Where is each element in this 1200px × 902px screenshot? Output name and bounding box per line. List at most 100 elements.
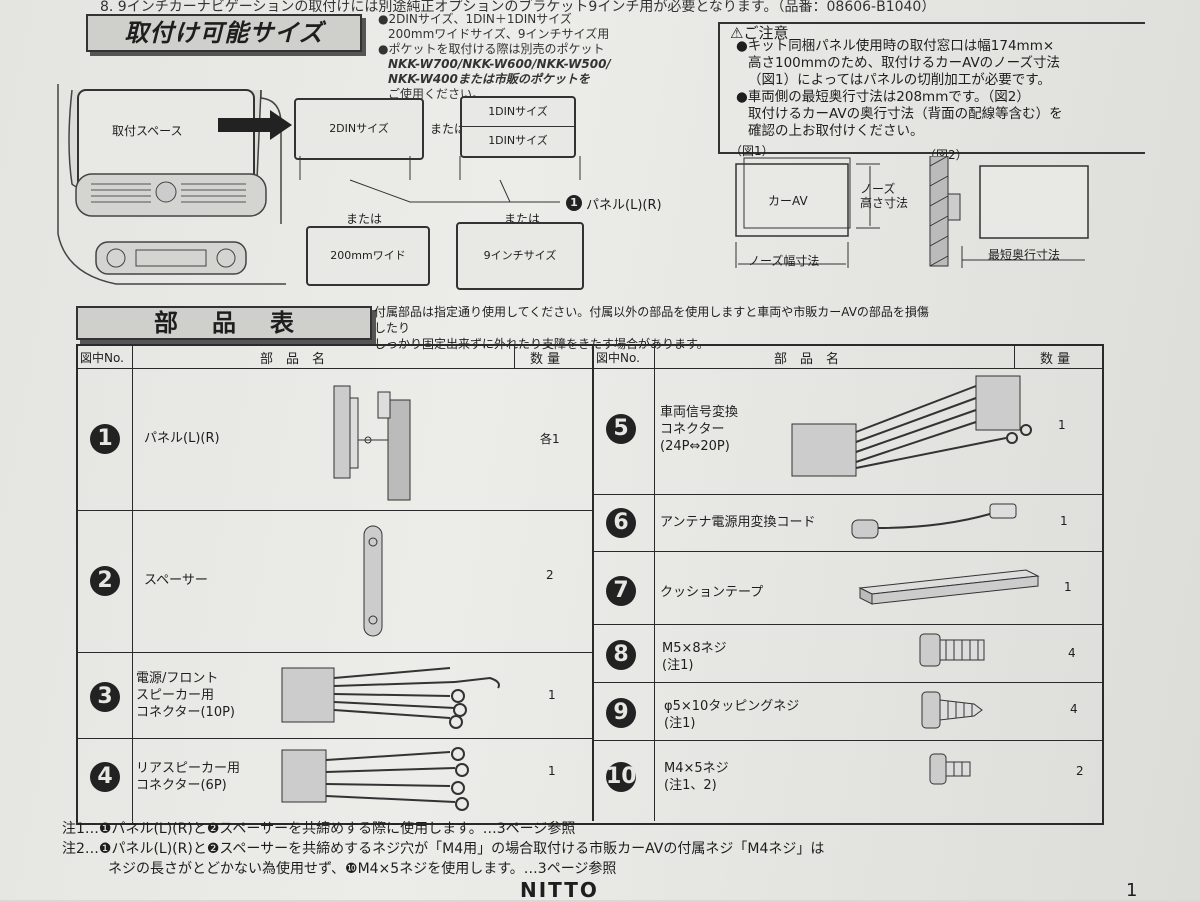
header-no: 図中No. — [596, 351, 640, 365]
size-9inch-box: 9インチサイズ — [456, 222, 584, 290]
panel-lines — [299, 156, 581, 203]
caution-line: 確認の上お取付けください。 — [748, 123, 924, 139]
parts-notice: 付属部品は指定通り使用してください。付属以外の部品を使用しますと車両や市販カーA… — [374, 304, 934, 352]
part-name: φ5×10タッピングネジ (注1) — [664, 699, 800, 731]
or-label: または — [430, 122, 467, 136]
part-number-badge: 4 — [90, 762, 120, 792]
sizes-line: ●ポケットを取付ける際は別売のポケット — [378, 42, 605, 56]
part-qty: 4 — [1068, 646, 1076, 660]
size-200mm-box: 200mmワイド — [306, 226, 430, 286]
part-name: パネル(L)(R) — [144, 431, 220, 446]
part-name: アンテナ電源用変換コード — [660, 515, 816, 530]
part-qty: 4 — [1070, 702, 1078, 716]
or-left-label: または — [346, 212, 383, 226]
sizes-line: NKK-W700/NKK-W600/NKK-W500/ — [388, 57, 611, 71]
part-name: スペーサー — [144, 573, 208, 588]
part-qty: 1 — [1060, 514, 1068, 528]
size-1din-bottom-label: 1DINサイズ — [488, 134, 548, 147]
caution-line: ●キット同梱パネル使用時の取付窓口は幅174mm× — [736, 38, 1055, 54]
part-number-badge: 1 — [90, 424, 120, 454]
caution-title: ⚠ご注意 — [730, 24, 789, 42]
row-divider — [593, 494, 1102, 495]
size-200mm-label: 200mmワイド — [330, 249, 406, 262]
part-number-badge: 2 — [90, 566, 120, 596]
caution-text: ●キット同梱パネル使用時の取付窓口は幅174mm× 高さ100mmのため、取付け… — [736, 38, 1146, 140]
header-qty: 数 量 — [1040, 352, 1071, 367]
panel-part-drawing — [333, 385, 411, 501]
sizes-line: NKK-W400または市販のポケットを — [388, 72, 590, 86]
antenna-cord-drawing — [851, 503, 1017, 539]
connector-10p-drawing — [281, 667, 500, 729]
caution-line: （図1）によってはパネルの切削加工が必要です。 — [748, 72, 1051, 88]
row-divider — [593, 624, 1102, 625]
row-divider — [76, 652, 593, 653]
part-name: 電源/フロント スピーカー用 コネクター(10P) — [136, 671, 236, 720]
screw-m4-drawing — [929, 753, 971, 785]
row-divider — [593, 740, 1102, 741]
sizes-text: ●2DINサイズ、1DIN＋1DINサイズ 200mmワイドサイズ、9インチサイ… — [378, 12, 611, 102]
part-number-badge: 6 — [606, 508, 636, 538]
part-name: クッションテープ — [660, 585, 764, 600]
brand-logo: NITTO — [520, 878, 599, 902]
part-number-badge: 3 — [90, 682, 120, 712]
sizes-line: 200mmワイドサイズ、9インチサイズ用 — [388, 27, 610, 41]
note-2-continued: ネジの長さがとどかない為使用せず、❿M4×5ネジを使用します。…3ページ参照 — [108, 861, 617, 877]
car-av-label: カーAV — [768, 194, 808, 208]
row-divider — [76, 738, 593, 739]
center-divider — [592, 345, 594, 821]
panel-number-badge: 1 — [566, 195, 582, 211]
size-2din-box: 2DINサイズ — [294, 98, 424, 160]
header-qty: 数 量 — [530, 352, 561, 367]
part-qty: 1 — [548, 764, 556, 778]
header-name: 部 品 名 — [260, 352, 326, 367]
row-divider — [593, 551, 1102, 552]
note-1: 注1…❶パネル(L)(R)と❷スペーサーを共締めする際に使用します。…3ページ参… — [62, 821, 576, 837]
section-title-box: 取付け可能サイズ — [86, 14, 362, 52]
parts-title-box: 部品表 — [76, 306, 372, 340]
cushion-tape-drawing — [858, 569, 1040, 605]
connector-6p-drawing — [281, 747, 469, 811]
size-1din-box: 1DINサイズ 1DINサイズ — [460, 96, 576, 158]
caution-line: ●車両側の最短奥行寸法は208mmです。（図2） — [736, 89, 1030, 105]
header-divider — [76, 368, 1102, 369]
spacer-part-drawing — [363, 525, 383, 637]
part-qty: 1 — [548, 688, 556, 702]
caution-box — [718, 22, 1145, 154]
header-no: 図中No. — [80, 351, 124, 365]
part-number-badge: 10 — [606, 762, 637, 792]
parts-table — [76, 344, 1104, 825]
dashboard-illustration — [57, 84, 286, 285]
part-name: M4×5ネジ (注1、2) — [664, 761, 729, 793]
part-name: リアスピーカー用 コネクター(6P) — [136, 761, 241, 793]
row-divider — [76, 510, 593, 511]
part-qty: 各1 — [540, 432, 560, 446]
row-divider — [593, 682, 1102, 683]
mount-space-label: 取付スペース — [112, 124, 183, 138]
notice-line: 付属部品は指定通り使用してください。付属以外の部品を使用しますと車両や市販カーA… — [374, 305, 929, 335]
part-number-badge: 8 — [606, 640, 636, 670]
dimension-figures — [735, 156, 1089, 268]
part-qty: 2 — [546, 568, 554, 582]
part-qty: 1 — [1064, 580, 1072, 594]
part-number-badge: 9 — [606, 698, 636, 728]
part-number-badge: 7 — [606, 576, 636, 606]
fig1-label: （図1） — [730, 144, 774, 158]
part-name: 車両信号変換 コネクター (24P⇔20P) — [660, 405, 739, 454]
part-number-badge: 5 — [606, 414, 636, 444]
col-divider — [654, 345, 655, 821]
panel-label: パネル(L)(R) — [586, 198, 662, 213]
header-name: 部 品 名 — [774, 352, 840, 367]
part-qty: 2 — [1076, 764, 1084, 778]
signal-connector-drawing — [791, 375, 1032, 477]
col-divider — [1014, 345, 1015, 369]
page-number: 1 — [1126, 880, 1138, 901]
nose-height-label: ノーズ 高さ寸法 — [860, 182, 909, 210]
col-divider — [514, 345, 515, 369]
size-1din-top-label: 1DINサイズ — [462, 98, 574, 127]
screw-m5-drawing — [919, 633, 985, 667]
part-qty: 1 — [1058, 418, 1066, 432]
note-2: 注2…❶パネル(L)(R)と❷スペーサーを共締めするネジ穴が「M4用」の場合取付… — [62, 841, 825, 857]
top-note: 8. 9インチカーナビゲーションの取付けには別途純正オプションのブラケット9イン… — [100, 0, 936, 15]
nose-width-label: ノーズ幅寸法 — [748, 254, 820, 268]
caution-line: 高さ100mmのため、取付けるカーAVのノーズ寸法 — [748, 55, 1060, 71]
